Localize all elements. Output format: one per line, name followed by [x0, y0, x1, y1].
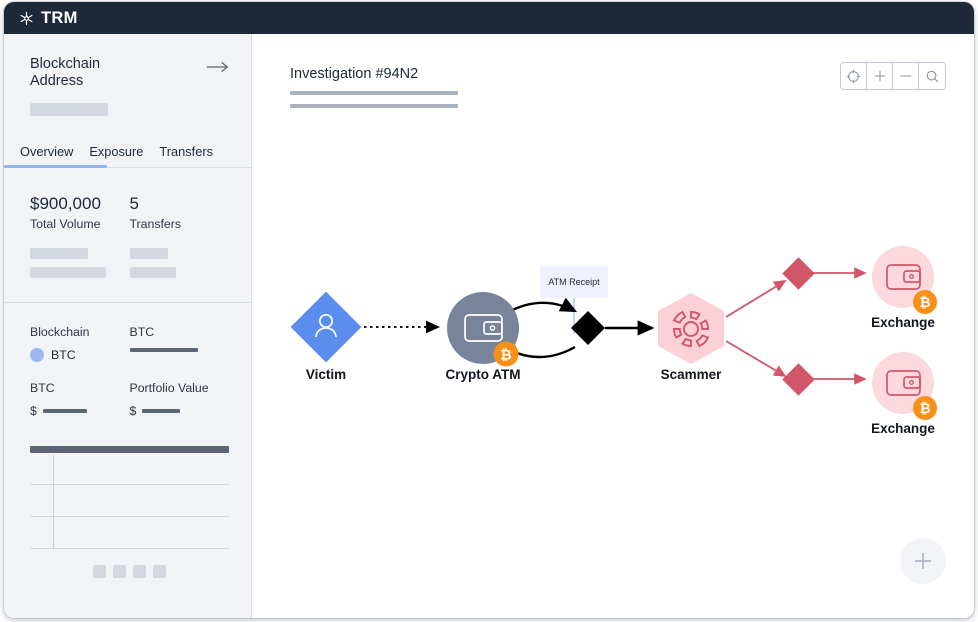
- sidebar: Blockchain Address Overview Exposure Tra…: [4, 34, 252, 618]
- detail-label: BTC: [129, 325, 155, 340]
- search-button[interactable]: [919, 63, 945, 89]
- zoom-in-button[interactable]: [867, 63, 893, 89]
- node-label-exchange-2: Exchange: [871, 421, 935, 436]
- currency-symbol: $: [30, 404, 37, 419]
- title-placeholder-line: [290, 104, 458, 108]
- svg-text:₿: ₿: [919, 401, 930, 417]
- edge-scammer-hop-b: [725, 340, 787, 377]
- graph-svg: ₿: [290, 246, 937, 420]
- table-placeholder: [30, 446, 229, 579]
- crosshair-icon: [846, 69, 861, 83]
- table-row: [30, 485, 229, 518]
- table-column-divider: [53, 455, 54, 550]
- tab-overview[interactable]: Overview: [4, 144, 108, 169]
- annotation-atm-receipt[interactable]: ATM Receipt: [540, 266, 608, 298]
- pagination[interactable]: [30, 565, 229, 579]
- stat-value: 5: [129, 194, 139, 214]
- node-hop-a[interactable]: [782, 257, 815, 290]
- search-icon: [926, 70, 939, 83]
- node-crypto-atm[interactable]: ₿: [447, 292, 519, 367]
- sidebar-header: Blockchain Address: [4, 34, 251, 117]
- node-label-victim: Victim: [305, 367, 347, 382]
- plus-icon: [874, 70, 885, 82]
- currency-symbol: $: [129, 404, 137, 419]
- arrow-right-icon[interactable]: [205, 60, 231, 74]
- node-scammer[interactable]: [658, 293, 724, 364]
- detail-label: BTC: [30, 381, 55, 396]
- stat-label: Transfers: [129, 217, 181, 232]
- node-label-scammer: Scammer: [660, 367, 722, 382]
- app-window: TRM Blockchain Address Overview Exposure…: [4, 2, 974, 618]
- node-exchange-2[interactable]: ₿: [872, 352, 937, 420]
- stat-transfers: 5 Transfers: [129, 194, 230, 279]
- detail-blockchain: Blockchain BTC: [30, 325, 130, 363]
- detail-value: BTC: [51, 348, 76, 363]
- stat-placeholder-bar: [129, 248, 168, 260]
- title-placeholder-line: [290, 91, 458, 95]
- page-dot[interactable]: [113, 565, 126, 579]
- plus-icon: [915, 553, 931, 569]
- node-label-crypto-atm: Crypto ATM: [445, 367, 521, 382]
- sidebar-title: Blockchain Address: [30, 56, 101, 90]
- table-header-bar: [30, 446, 229, 454]
- blockchain-swatch-icon: [30, 348, 44, 363]
- minus-icon: [900, 75, 911, 77]
- stat-placeholder-bar: [129, 267, 176, 279]
- node-exchange-1[interactable]: ₿: [872, 246, 937, 314]
- node-label-exchange-1: Exchange: [871, 315, 935, 330]
- annotation-connector: [573, 298, 575, 334]
- recenter-button[interactable]: [841, 63, 867, 89]
- page-dot[interactable]: [133, 565, 146, 579]
- node-hop-b[interactable]: [782, 363, 815, 396]
- stat-value: $900,000: [30, 194, 101, 214]
- graph-canvas[interactable]: Investigation #94N2: [253, 34, 974, 618]
- stat-label: Total Volume: [30, 217, 101, 232]
- app-logo-text: TRM: [41, 8, 78, 27]
- page-dot[interactable]: [153, 565, 166, 579]
- stat-total-volume: $900,000 Total Volume: [30, 194, 130, 279]
- svg-text:₿: ₿: [500, 348, 511, 364]
- detail-label: Portfolio Value: [129, 381, 209, 396]
- top-bar: TRM: [4, 2, 974, 34]
- details-panel: Blockchain BTC BTC BTC $: [4, 303, 251, 436]
- stat-placeholder-bar: [30, 248, 88, 260]
- canvas-toolbar: [840, 62, 946, 90]
- add-node-button[interactable]: [900, 538, 946, 584]
- zoom-out-button[interactable]: [893, 63, 919, 89]
- node-hop[interactable]: [571, 311, 605, 345]
- detail-btc-price: BTC $: [30, 381, 130, 418]
- tab-transfers[interactable]: Transfers: [159, 144, 213, 160]
- value-placeholder: [129, 348, 198, 353]
- page-title: Investigation #94N2: [290, 66, 419, 82]
- node-victim[interactable]: [290, 291, 362, 363]
- value-placeholder: [42, 409, 87, 414]
- value-placeholder: [142, 409, 181, 414]
- tab-exposure[interactable]: Exposure: [89, 144, 144, 160]
- detail-label: Blockchain: [30, 325, 90, 340]
- stat-placeholder-bar: [30, 267, 106, 279]
- trm-asterisk-icon: [20, 11, 33, 25]
- svg-text:₿: ₿: [919, 295, 930, 311]
- address-placeholder: [30, 103, 108, 117]
- edge-scammer-hop-a: [725, 280, 787, 318]
- table-row: [30, 517, 229, 550]
- page-dot[interactable]: [93, 565, 106, 579]
- table-row: [30, 453, 229, 486]
- detail-portfolio-value: Portfolio Value $: [130, 381, 230, 418]
- sidebar-tabs: Overview Exposure Transfers: [4, 138, 251, 169]
- detail-btc-amount: BTC: [129, 325, 230, 362]
- stats-panel: $900,000 Total Volume 5 Transfers: [4, 168, 251, 304]
